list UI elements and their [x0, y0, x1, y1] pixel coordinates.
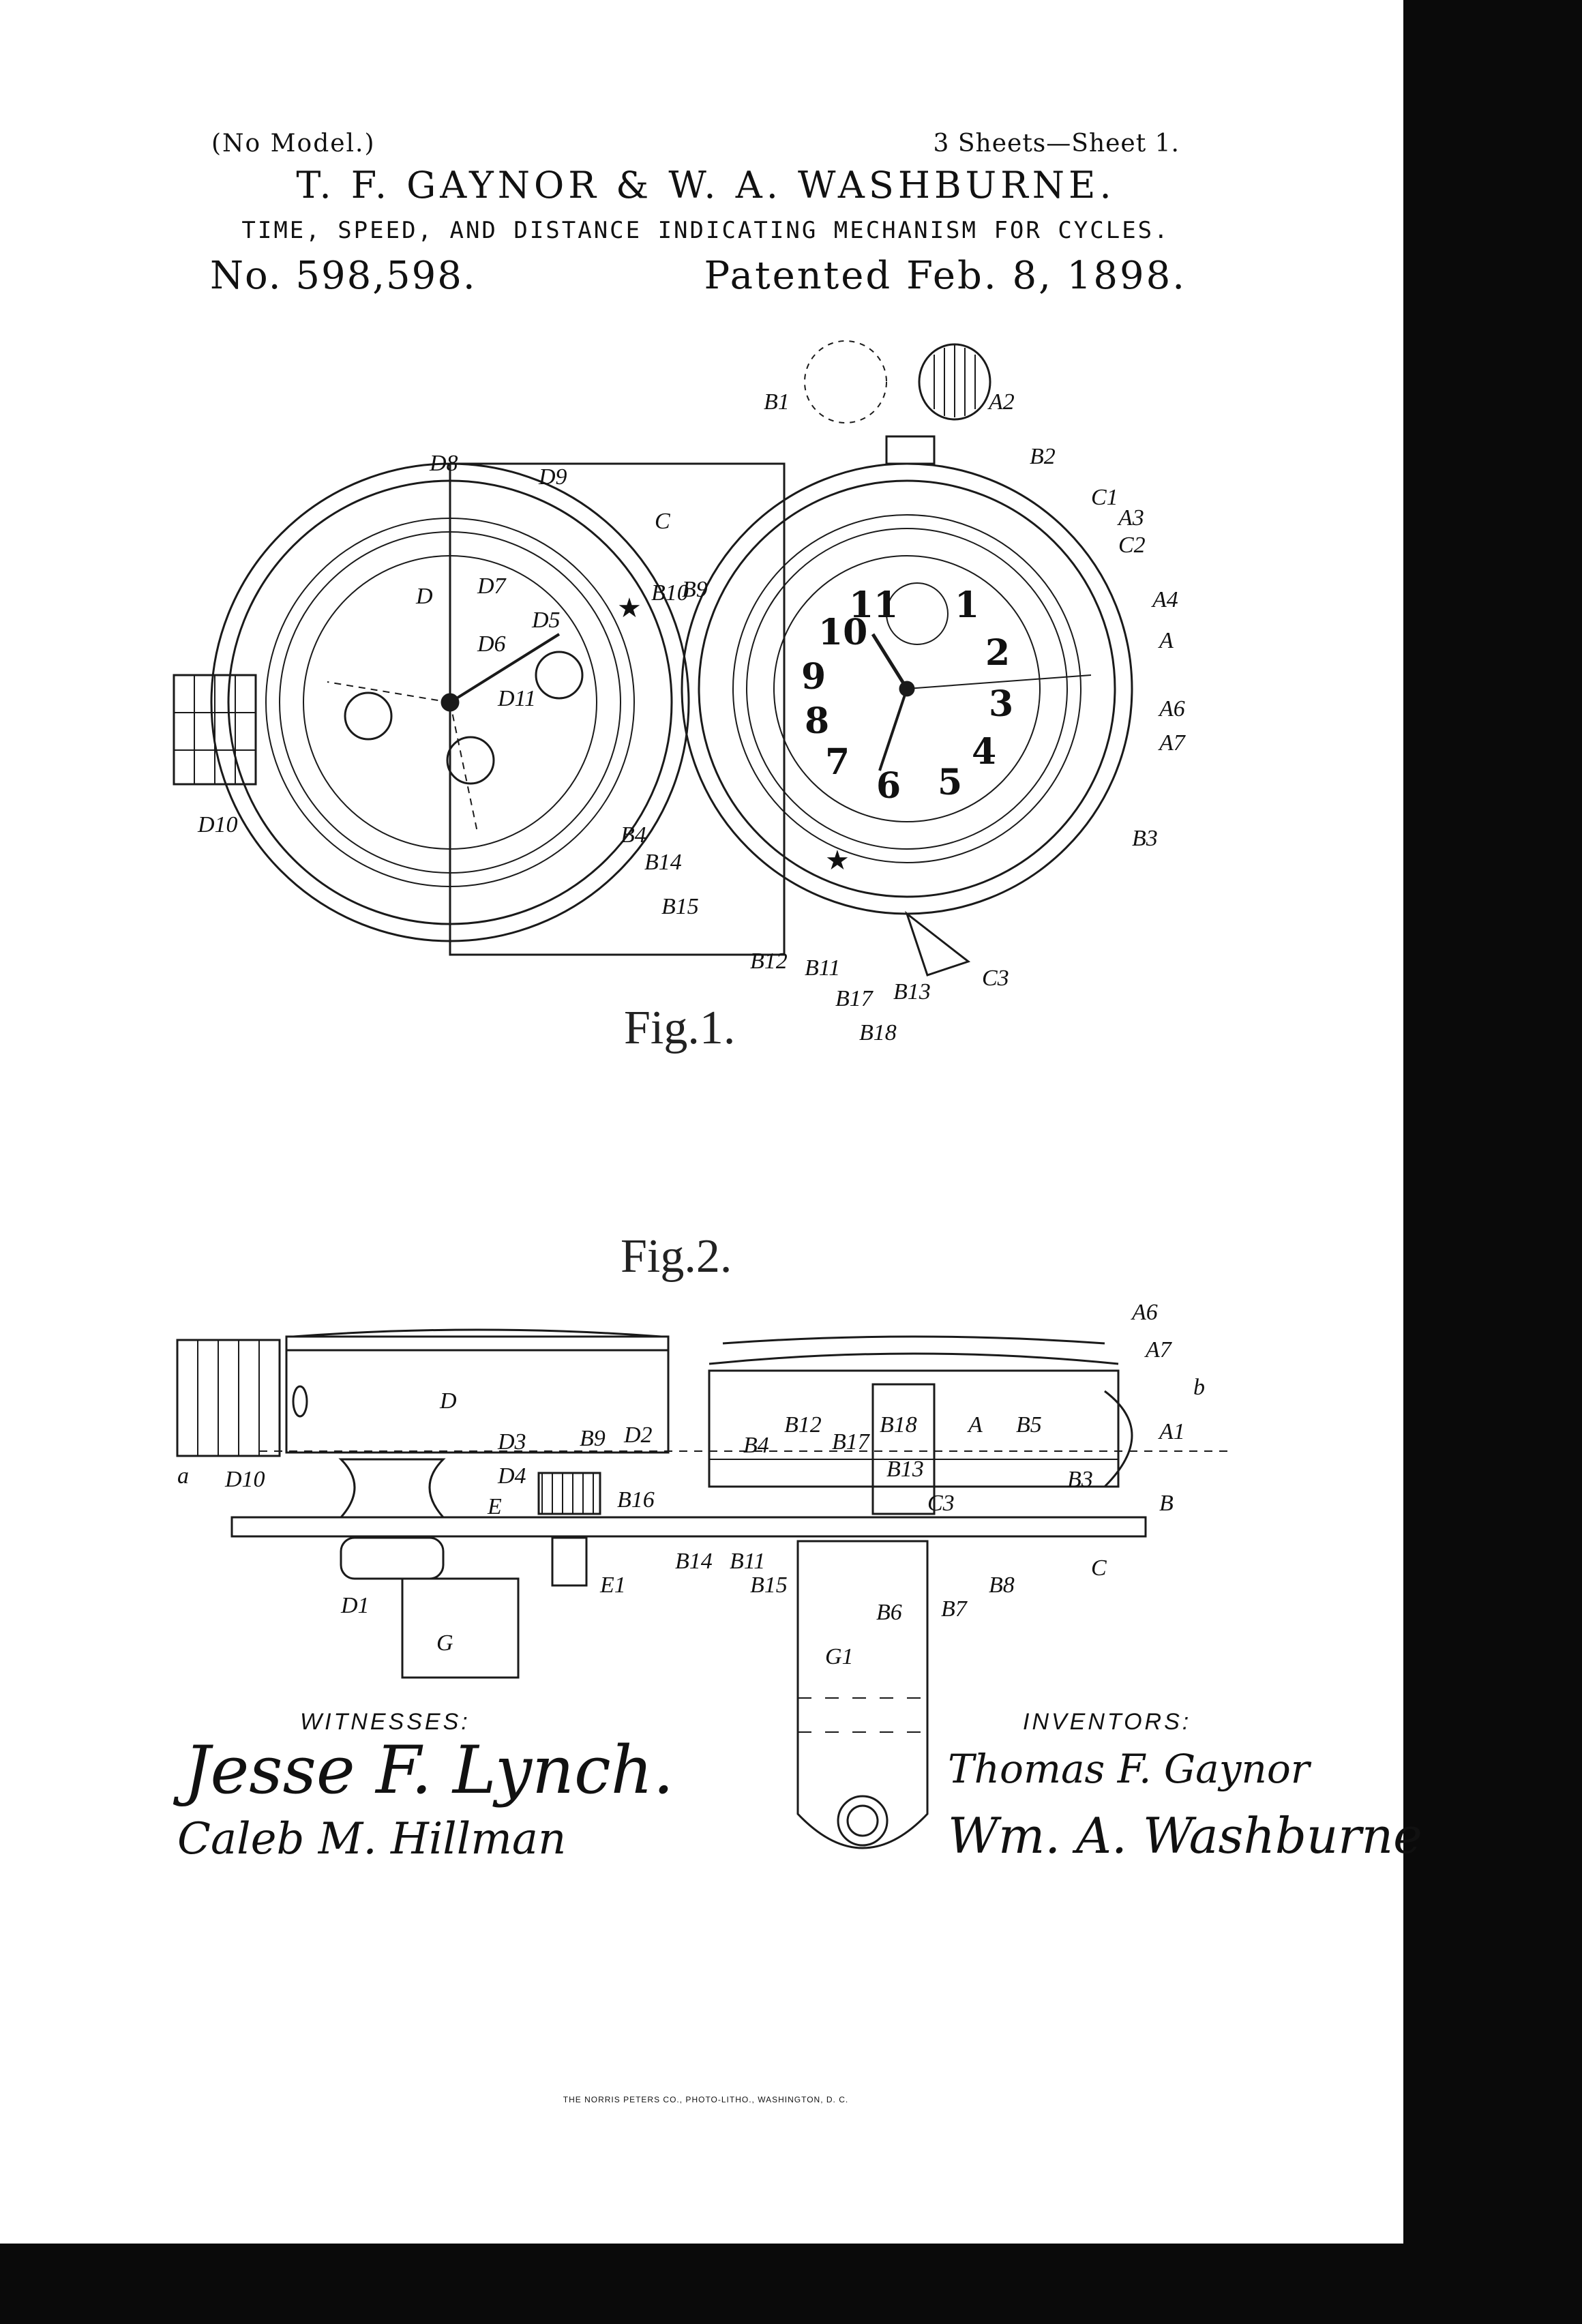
ref-B18: B18 [859, 1020, 897, 1045]
ref-B9: B9 [682, 577, 708, 602]
ref-B13: B13 [893, 979, 931, 1004]
ref2-A: A [967, 1412, 983, 1437]
ref-D6: D6 [477, 631, 506, 657]
ref2-E1: E1 [599, 1573, 626, 1598]
ref2-a: a [177, 1463, 189, 1489]
ref-B2: B2 [1030, 444, 1056, 469]
inventors-label: INVENTORS: [1023, 1709, 1191, 1735]
ref-B11: B11 [805, 955, 840, 981]
ref-C1: C1 [1091, 485, 1118, 510]
ref2-B14: B14 [675, 1549, 713, 1574]
hour-8: 8 [805, 700, 829, 742]
hour-5: 5 [938, 762, 962, 803]
witness-signature-1: Jesse F. Lynch. [184, 1732, 674, 1808]
hour-9: 9 [801, 656, 826, 698]
ref2-G1: G1 [825, 1644, 854, 1669]
ref2-E: E [487, 1494, 502, 1519]
hour-1: 1 [955, 584, 979, 626]
svg-text:★: ★ [825, 845, 850, 876]
ref2-A1: A1 [1158, 1419, 1185, 1444]
ref2-D4: D4 [497, 1463, 526, 1489]
ref-D9: D9 [538, 464, 567, 490]
ref-D8: D8 [429, 451, 458, 476]
ref2-B11: B11 [730, 1549, 765, 1574]
ref2-G: G [436, 1630, 453, 1656]
ref-D5: D5 [531, 608, 561, 633]
ref-D7: D7 [477, 573, 507, 599]
ref-B3: B3 [1132, 826, 1158, 851]
ref2-B4: B4 [743, 1433, 769, 1458]
ref2-A7: A7 [1144, 1337, 1173, 1362]
ref-B17: B17 [835, 986, 874, 1011]
fig2-reference-letters: A6 A7 b A1 B C A B5 B18 B12 B17 B13 B4 C… [177, 1300, 1205, 1669]
hour-6: 6 [876, 765, 901, 807]
ref-A6: A6 [1158, 696, 1185, 721]
ref2-B9: B9 [580, 1426, 606, 1451]
ref-D11: D11 [497, 686, 536, 711]
inventor-signature-2: Wm. A. Washburne [948, 1807, 1422, 1864]
fig2-caption: Fig.2. [621, 1230, 732, 1283]
ref2-D3: D3 [497, 1429, 526, 1455]
ref2-B5: B5 [1016, 1412, 1042, 1437]
ref-B15: B15 [661, 894, 699, 919]
fig1-caption: Fig.1. [624, 1002, 735, 1054]
ref-C: C [655, 509, 670, 534]
hour-7: 7 [825, 741, 850, 783]
ref2-D1: D1 [340, 1593, 370, 1618]
ref2-B17: B17 [832, 1429, 871, 1455]
ref2-D10: D10 [224, 1467, 265, 1492]
witness-signature-2: Caleb M. Hillman [177, 1814, 566, 1864]
ref2-D: D [439, 1388, 457, 1414]
ref-B12: B12 [750, 949, 788, 974]
ref2-C: C [1091, 1555, 1107, 1581]
ref-D10: D10 [197, 812, 238, 837]
ref2-B8: B8 [989, 1573, 1015, 1598]
ref-B4: B4 [621, 822, 646, 848]
ref2-A6: A6 [1131, 1300, 1158, 1325]
ref-B14: B14 [644, 850, 682, 875]
ref2-D2: D2 [623, 1422, 653, 1448]
ref-A3: A3 [1117, 505, 1144, 531]
hour-10: 10 [818, 612, 867, 653]
svg-text:★: ★ [617, 593, 642, 624]
ref2-C3: C3 [927, 1491, 955, 1516]
hour-4: 4 [972, 731, 996, 773]
ref-C3: C3 [982, 966, 1009, 991]
ref2-B15: B15 [750, 1573, 788, 1598]
ref2-B: B [1159, 1491, 1174, 1516]
ref-D: D [415, 584, 433, 609]
ref2-B6: B6 [876, 1600, 902, 1625]
ref2-B13: B13 [886, 1457, 924, 1482]
ref-A2: A2 [987, 389, 1015, 415]
ref-C2: C2 [1118, 533, 1146, 558]
ref2-B18: B18 [880, 1412, 917, 1437]
ref-A: A [1158, 628, 1174, 653]
inventor-signature-1: Thomas F. Gaynor [948, 1746, 1310, 1792]
hour-2: 2 [985, 632, 1010, 674]
ref2-b: b [1193, 1375, 1205, 1400]
ref2-B7: B7 [941, 1596, 968, 1622]
ref2-B16: B16 [617, 1487, 655, 1513]
ref-A4: A4 [1151, 587, 1178, 612]
hour-3: 3 [989, 683, 1013, 725]
scan-border-bottom [0, 2244, 1582, 2324]
scan-border-right [1403, 0, 1582, 2324]
ref-B1: B1 [764, 389, 790, 415]
ref2-B12: B12 [784, 1412, 822, 1437]
ref-A7: A7 [1158, 730, 1186, 756]
ref2-B3: B3 [1067, 1467, 1093, 1492]
printer-credit: THE NORRIS PETERS CO., PHOTO-LITHO., WAS… [0, 2095, 1412, 2104]
